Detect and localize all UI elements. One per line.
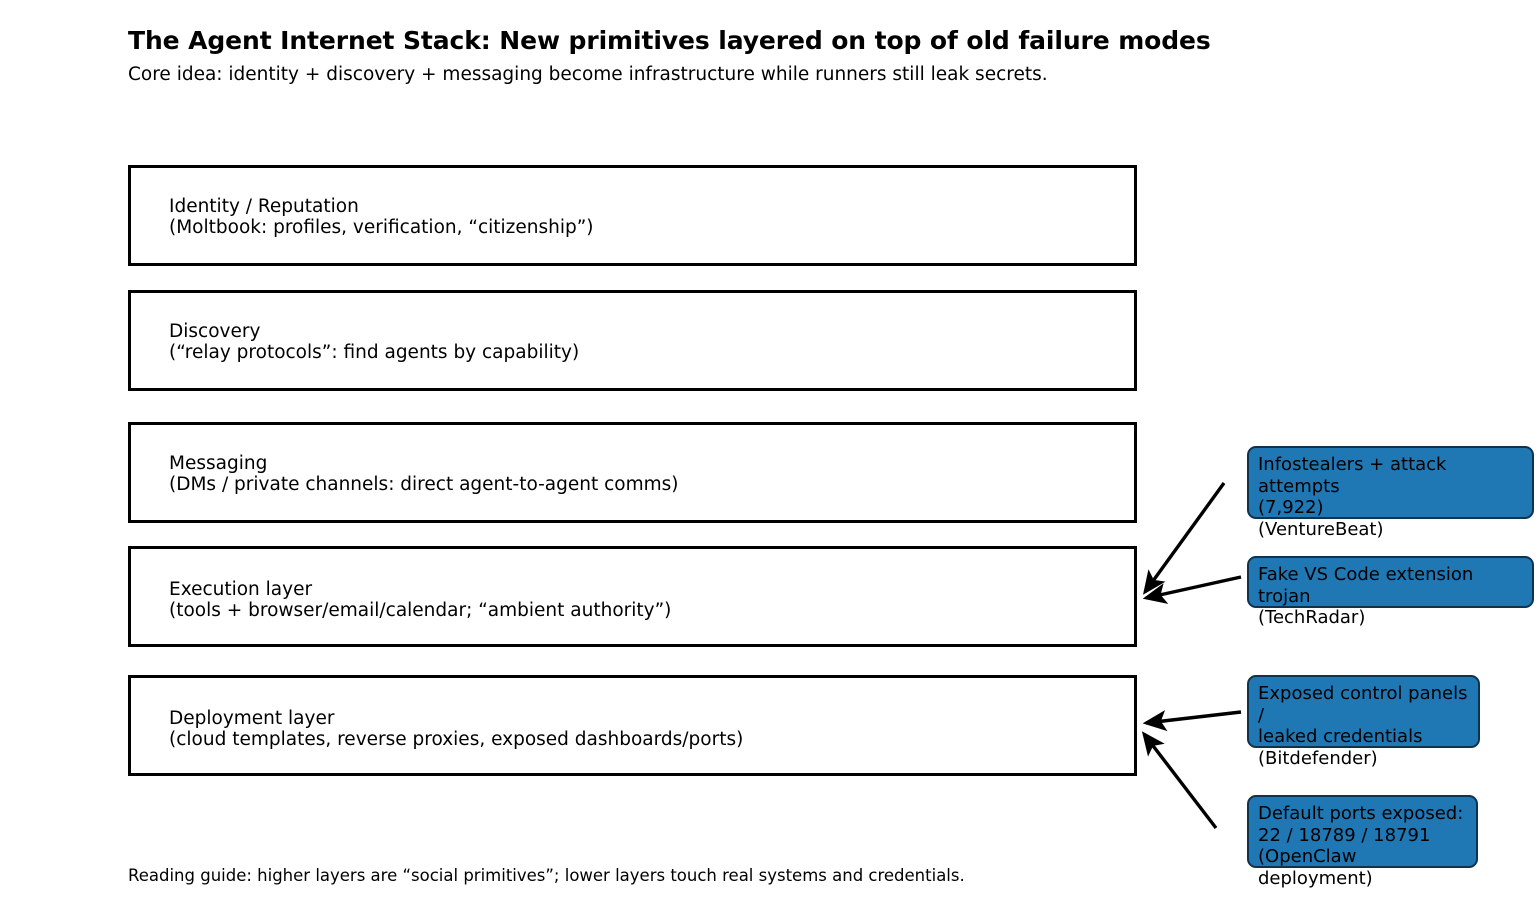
page-subtitle: Core idea: identity + discovery + messag… <box>128 64 1048 85</box>
layer-box-deployment-layer[interactable]: Deployment layer (cloud templates, rever… <box>128 675 1137 776</box>
callout-default-ports-exposed[interactable]: Default ports exposed: 22 / 18789 / 1879… <box>1247 795 1478 889</box>
reading-guide-footnote: Reading guide: higher layers are “social… <box>128 866 965 885</box>
layer-box-execution-layer[interactable]: Execution layer (tools + browser/email/c… <box>128 546 1137 647</box>
layer-label-deployment-layer: Deployment layer (cloud templates, rever… <box>169 708 744 750</box>
arrow-default-ports-to-deployment <box>1141 731 1218 830</box>
callout-infostealers-attack-attempts[interactable]: Infostealers + attack attempts (7,922) (… <box>1247 446 1534 540</box>
arrow-control-panels-to-deployment <box>1142 710 1242 732</box>
layer-box-messaging[interactable]: Messaging (DMs / private channels: direc… <box>128 422 1137 523</box>
layer-label-discovery: Discovery (“relay protocols”: find agent… <box>169 321 580 363</box>
callout-fake-vscode-extension-trojan[interactable]: Fake VS Code extension trojan (TechRadar… <box>1247 556 1534 628</box>
layer-label-identity-reputation: Identity / Reputation (Moltbook: profile… <box>169 196 594 238</box>
callout-exposed-control-panels[interactable]: Exposed control panels / leaked credenti… <box>1247 675 1480 769</box>
page-title: The Agent Internet Stack: New primitives… <box>128 26 1211 55</box>
layer-box-identity-reputation[interactable]: Identity / Reputation (Moltbook: profile… <box>128 165 1137 266</box>
arrow-vscode-trojan-to-execution <box>1142 575 1242 604</box>
layer-box-discovery[interactable]: Discovery (“relay protocols”: find agent… <box>128 290 1137 391</box>
layer-label-messaging: Messaging (DMs / private channels: direc… <box>169 453 679 495</box>
arrow-infostealers-to-execution <box>1143 482 1226 595</box>
layer-label-execution-layer: Execution layer (tools + browser/email/c… <box>169 579 672 621</box>
